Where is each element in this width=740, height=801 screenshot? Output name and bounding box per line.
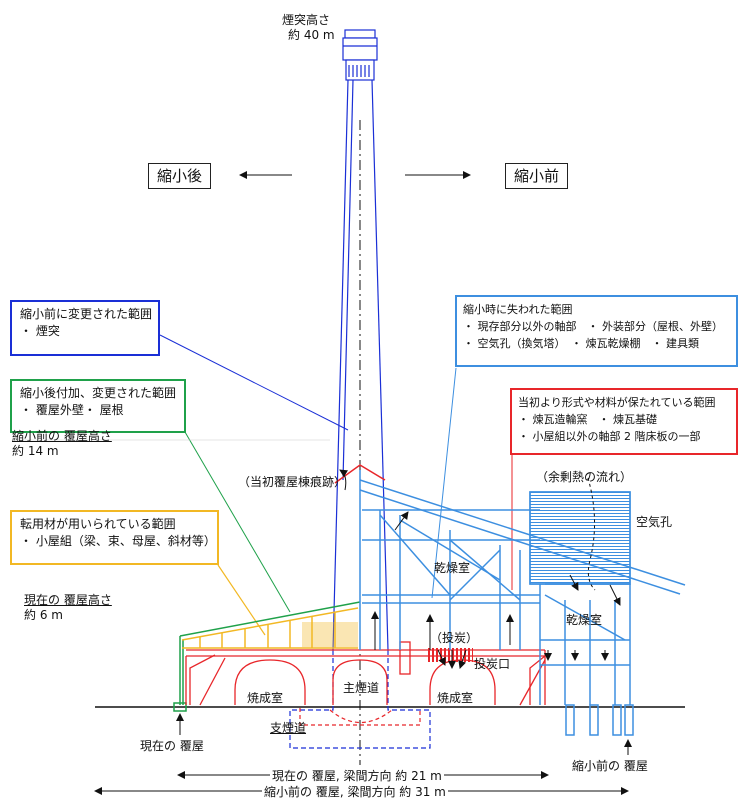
legend-green-item: ・ 覆屋外壁・ 屋根 xyxy=(20,403,124,417)
legend-lightblue-title: 縮小時に失われた範囲 xyxy=(463,303,573,316)
brick-kiln xyxy=(185,641,546,706)
legend-yellow-item: ・ 小屋組（梁、束、母屋、斜材等） xyxy=(20,534,216,548)
label-coal-feed: （投炭） xyxy=(430,631,479,645)
label-waste-heat: （余剰熱の流れ） xyxy=(536,470,633,484)
chimney-cap xyxy=(344,29,376,39)
current-shed xyxy=(179,601,361,705)
legend-yellow: 転用材が用いられている範囲 ・ 小屋組（梁、束、母屋、斜材等） xyxy=(10,510,219,565)
label-kiln-right: 焼成室 xyxy=(437,691,474,705)
legend-blue-title: 縮小前に変更された範囲 xyxy=(20,307,153,321)
legend-red-title: 当初より形式や材料が保たれている範囲 xyxy=(518,396,716,409)
label-before-shed: 縮小前の 覆屋 xyxy=(572,759,648,773)
leader-lightblue xyxy=(431,367,457,599)
leader-green xyxy=(184,431,291,613)
label-ridge-trace: （当初覆屋棟痕跡） xyxy=(238,475,347,489)
legend-lightblue: 縮小時に失われた範囲 ・ 現存部分以外の軸部 ・ 外装部分（屋根、外壁） ・ 空… xyxy=(455,295,738,367)
label-kiln-left: 焼成室 xyxy=(247,691,284,705)
legend-red: 当初より形式や材料が保たれている範囲 ・ 煉瓦造輪窯 ・ 煉瓦基礎 ・ 小屋組以… xyxy=(510,388,738,455)
chimney xyxy=(332,29,389,651)
legend-lightblue-item-2: ・ 空気孔（換気塔） ・ 煉瓦乾燥棚 ・ 建具類 xyxy=(463,337,699,350)
label-branch-flue: 支煙道 xyxy=(270,721,307,735)
height-now-value: 約 6 m xyxy=(24,608,63,622)
tag-after: 縮小後 xyxy=(148,163,212,189)
legend-lightblue-item-1: ・ 現存部分以外の軸部 ・ 外装部分（屋根、外壁） xyxy=(463,320,723,333)
leader-blue xyxy=(159,334,349,431)
legend-blue-item: ・ 煙突 xyxy=(20,324,60,338)
height-before-value: 約 14 m xyxy=(12,444,59,458)
label-air-hole: 空気孔 xyxy=(636,515,673,529)
height-now-label: 現在の 覆屋高さ xyxy=(24,593,112,607)
original-structure xyxy=(359,470,686,736)
legend-green-title: 縮小後付加、変更された範囲 xyxy=(20,386,177,400)
legend-blue: 縮小前に変更された範囲 ・ 煙突 xyxy=(10,300,160,356)
span-now-label: 現在の 覆屋, 梁間方向 約 21 m xyxy=(270,768,444,784)
label-main-flue: 主煙道 xyxy=(343,681,380,695)
reused-truss xyxy=(181,607,359,649)
legend-green: 縮小後付加、変更された範囲 ・ 覆屋外壁・ 屋根 xyxy=(10,379,186,433)
span-before-label: 縮小前の 覆屋, 梁間方向 約 31 m xyxy=(262,784,448,800)
label-drying-room-1: 乾燥室 xyxy=(434,561,471,575)
chimney-title: 煙突高さ xyxy=(282,13,331,27)
tag-before: 縮小前 xyxy=(505,163,569,189)
label-drying-room-2: 乾燥室 xyxy=(566,613,603,627)
legend-yellow-title: 転用材が用いられている範囲 xyxy=(20,517,176,531)
legend-red-item-2: ・ 小屋組以外の軸部 2 階床板の一部 xyxy=(518,430,701,443)
label-coal-port: 投炭口 xyxy=(474,657,511,671)
leader-yellow xyxy=(217,564,266,636)
height-before-label: 縮小前の 覆屋高さ xyxy=(12,429,112,443)
legend-red-item-1: ・ 煉瓦造輪窯 ・ 煉瓦基礎 xyxy=(518,413,657,426)
label-current-shed: 現在の 覆屋 xyxy=(140,739,204,753)
chimney-height: 約 40 m xyxy=(288,28,335,42)
